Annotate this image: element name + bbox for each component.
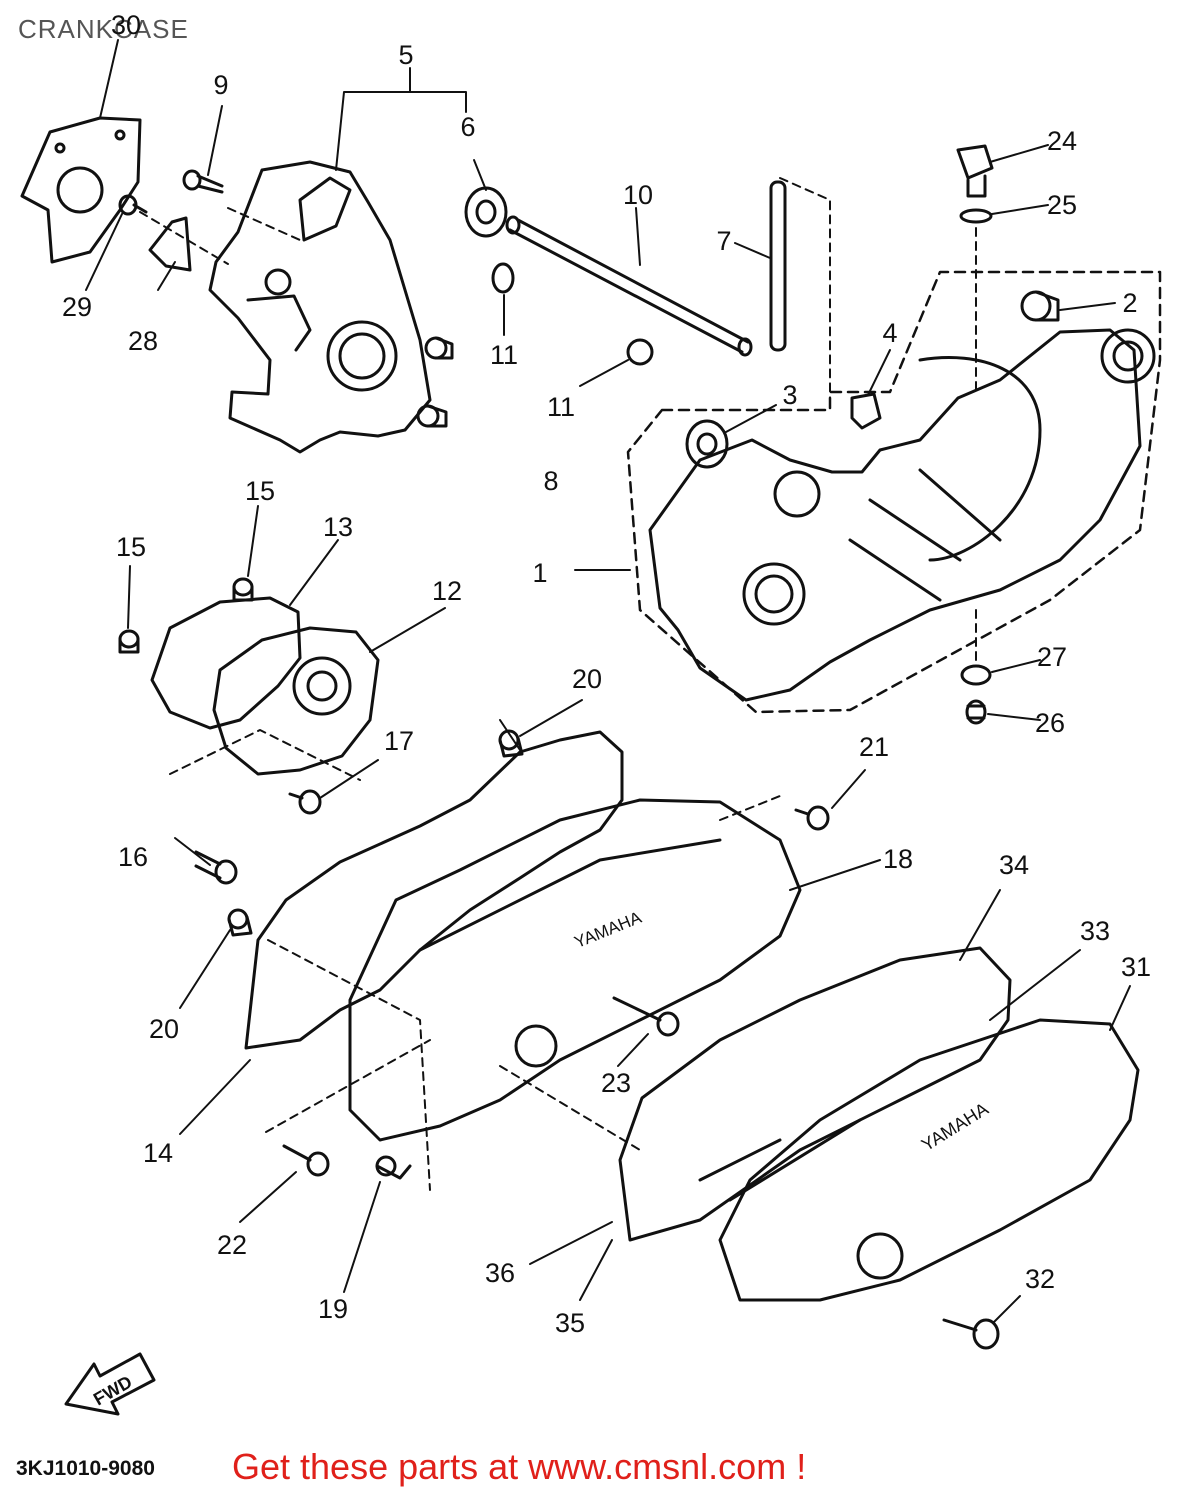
part-36-inner-cover bbox=[618, 946, 1012, 1242]
part-5-left-crankcase bbox=[208, 160, 432, 454]
callout-32: 32 bbox=[1025, 1264, 1055, 1294]
callout-36: 36 bbox=[485, 1258, 515, 1288]
promo-link[interactable]: Get these parts at www.cmsnl.com ! bbox=[232, 1446, 807, 1487]
callout-20-top: 20 bbox=[572, 664, 602, 694]
part-31-outer-cover bbox=[718, 1018, 1140, 1302]
promo-banner: Get these parts at www.cmsnl.com ! bbox=[232, 1446, 806, 1488]
part-26-drain-bolt bbox=[965, 699, 987, 725]
callout-2: 2 bbox=[1122, 288, 1137, 318]
part-19-pin bbox=[375, 1155, 412, 1180]
callout-27: 27 bbox=[1037, 642, 1067, 672]
diagram-title: CRANKCASE bbox=[18, 14, 189, 44]
part-32-screw bbox=[942, 1318, 1000, 1350]
part-20-pins bbox=[227, 729, 524, 937]
part-23-bolt bbox=[612, 996, 680, 1037]
fwd-arrow-icon bbox=[64, 1352, 156, 1416]
callout-11-top: 11 bbox=[490, 340, 518, 370]
callout-17: 17 bbox=[384, 726, 414, 756]
callout-16: 16 bbox=[118, 842, 148, 872]
callout-25: 25 bbox=[1047, 190, 1077, 220]
callout-11-bottom: 11 bbox=[547, 392, 575, 422]
callout-9: 9 bbox=[213, 70, 228, 100]
part-7-tube bbox=[769, 180, 787, 352]
part-25-o-ring bbox=[959, 208, 993, 224]
callout-10: 10 bbox=[623, 180, 653, 210]
part-4-fitting bbox=[850, 392, 882, 430]
part-24-oil-cap bbox=[956, 144, 994, 198]
callout-28: 28 bbox=[128, 326, 158, 356]
part-13-gasket bbox=[150, 596, 302, 730]
callout-5: 5 bbox=[398, 40, 413, 70]
callout-22: 22 bbox=[217, 1230, 247, 1260]
drawing-code: 3KJ1010-9080 bbox=[16, 1457, 155, 1480]
callout-23: 23 bbox=[601, 1068, 631, 1098]
callout-33: 33 bbox=[1080, 916, 1110, 946]
callout-labels: 1 2 3 4 5 6 7 8 9 10 11 11 12 13 14 15 1… bbox=[62, 10, 1151, 1338]
callout-20-left: 20 bbox=[149, 1014, 179, 1044]
part-16-bolt bbox=[194, 850, 238, 885]
casting-text-18: YAMAHA bbox=[572, 908, 645, 952]
part-1-outline-box bbox=[626, 270, 1162, 714]
part-29-bolt bbox=[118, 194, 148, 216]
part-8-dowel-pins bbox=[416, 336, 454, 428]
part-28-bracket bbox=[148, 216, 192, 272]
callout-1: 1 bbox=[532, 558, 547, 588]
callout-6: 6 bbox=[460, 112, 475, 142]
callout-18: 18 bbox=[883, 844, 913, 874]
alignment-lines bbox=[139, 177, 977, 1191]
callout-19: 19 bbox=[318, 1294, 348, 1324]
part-11-clips bbox=[491, 262, 654, 366]
callout-14: 14 bbox=[143, 1138, 173, 1168]
callout-21: 21 bbox=[859, 732, 889, 762]
callout-3: 3 bbox=[782, 380, 797, 410]
callout-31: 31 bbox=[1121, 952, 1151, 982]
part-3-bearing bbox=[685, 419, 729, 469]
part-27-washer bbox=[960, 664, 992, 686]
callout-8: 8 bbox=[543, 466, 558, 496]
callout-30: 30 bbox=[111, 10, 141, 40]
callout-24: 24 bbox=[1047, 126, 1077, 156]
casting-text-31: YAMAHA bbox=[918, 1099, 992, 1156]
part-10-shaft bbox=[505, 215, 753, 357]
part-30-gasket-plate bbox=[20, 116, 142, 264]
part-9-bolt bbox=[182, 169, 224, 194]
part-1-right-crankcase bbox=[648, 328, 1156, 702]
part-14-gasket bbox=[244, 730, 624, 1050]
leader-lines bbox=[85, 39, 1131, 1323]
callout-26: 26 bbox=[1035, 708, 1065, 738]
callout-4: 4 bbox=[882, 318, 897, 348]
part-17-bolt bbox=[288, 789, 322, 815]
callout-7: 7 bbox=[716, 226, 731, 256]
part-12-cover bbox=[212, 626, 380, 776]
callout-35: 35 bbox=[555, 1308, 585, 1338]
callout-13: 13 bbox=[323, 512, 353, 542]
part-15-pins bbox=[118, 577, 254, 654]
callout-29: 29 bbox=[62, 292, 92, 322]
part-22-bolt bbox=[282, 1144, 330, 1177]
part-18-transmission-cover bbox=[348, 798, 802, 1142]
part-2-bushing bbox=[1020, 290, 1060, 322]
callout-12: 12 bbox=[432, 576, 462, 606]
callout-15-left: 15 bbox=[116, 532, 146, 562]
part-21-bolt bbox=[794, 805, 830, 831]
callout-15-top: 15 bbox=[245, 476, 275, 506]
callout-34: 34 bbox=[999, 850, 1029, 880]
part-6-bearing bbox=[464, 186, 508, 238]
